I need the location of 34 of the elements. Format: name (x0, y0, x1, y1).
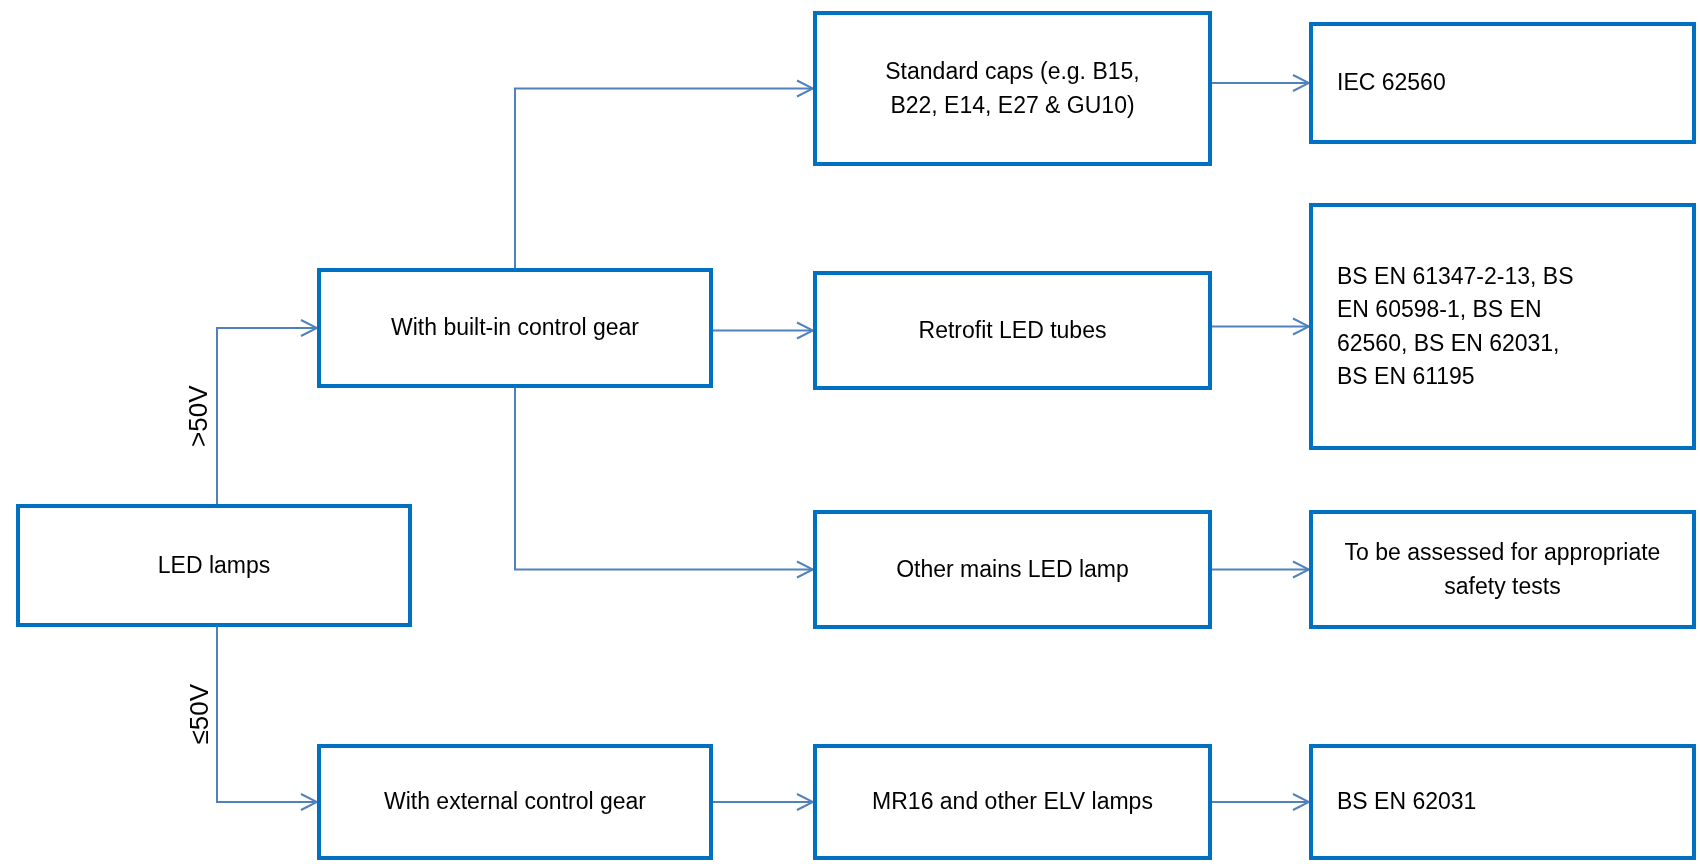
box-text: BS EN 62031 (1337, 787, 1477, 817)
process-box (1309, 510, 1696, 629)
edge-label: ≤50V (182, 684, 215, 745)
process-box (16, 504, 412, 627)
process-box (317, 744, 713, 860)
edge-label: >50V (182, 385, 215, 447)
arrow (216, 626, 318, 811)
box-text: Standard caps (e.g. B15, B22, E14, E27 & GU10) (884, 57, 1141, 120)
box-text: BS EN 61347-2-13, BS EN 60598-1, BS EN 62560, BS EN 62031, BS EN 61195 (1337, 261, 1575, 391)
arrow (1211, 560, 1310, 579)
box-text: With external control gear (383, 787, 647, 817)
arrow (1211, 74, 1310, 92)
box-text: Retrofit LED tubes (918, 315, 1107, 345)
process-box (813, 744, 1212, 860)
box-text: LED lamps (157, 550, 271, 580)
arrow (712, 321, 814, 340)
process-box (1309, 22, 1696, 144)
arrow (712, 793, 814, 811)
process-box (1309, 203, 1696, 450)
arrow (514, 387, 814, 579)
box-text: IEC 62560 (1337, 68, 1446, 98)
box-text: Other mains LED lamp (896, 554, 1129, 584)
process-box (317, 268, 713, 388)
arrow (216, 319, 318, 505)
arrow (1211, 793, 1310, 811)
box-text: To be assessed for appropriate safety tests (1343, 538, 1662, 601)
arrow (1211, 317, 1310, 336)
arrow (514, 79, 814, 269)
process-box (813, 510, 1212, 629)
process-box (1309, 744, 1696, 860)
box-text: MR16 and other ELV lamps (872, 787, 1153, 817)
process-box (813, 271, 1212, 390)
process-box (813, 11, 1212, 166)
box-text: With built-in control gear (391, 313, 639, 343)
